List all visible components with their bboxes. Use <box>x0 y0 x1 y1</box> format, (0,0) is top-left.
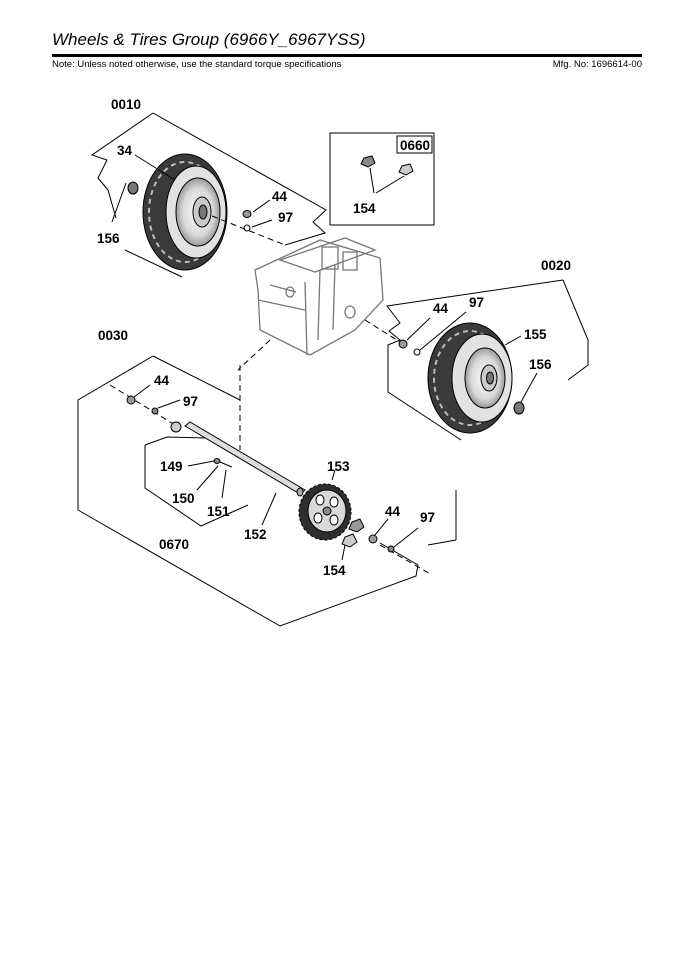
callout-154: 154 <box>323 563 346 578</box>
right-tire <box>427 322 513 434</box>
page-title: Wheels & Tires Group (6966Y_6967YSS) <box>52 30 366 49</box>
callout-44: 44 <box>433 301 449 316</box>
callout-0670: 0670 <box>159 537 189 552</box>
callout-97: 97 <box>469 295 484 310</box>
callout-97: 97 <box>420 510 435 525</box>
washer-44 <box>398 339 408 349</box>
callout-156: 156 <box>97 231 120 246</box>
callout-150: 150 <box>172 491 195 506</box>
callout-155: 155 <box>524 327 547 342</box>
hub-cap-156 <box>513 401 525 415</box>
washer-44 <box>242 210 252 218</box>
callout-44: 44 <box>154 373 170 388</box>
group-0020 <box>364 279 589 441</box>
callout-34: 34 <box>117 143 133 158</box>
left-tire <box>142 153 228 271</box>
callout-152: 152 <box>244 527 267 542</box>
callout-156: 156 <box>529 357 552 372</box>
callout-153: 153 <box>327 459 350 474</box>
washer-97 <box>243 224 251 232</box>
callout-0660: 0660 <box>400 138 430 153</box>
callout-97: 97 <box>278 210 293 225</box>
callout-0010: 0010 <box>111 97 141 112</box>
group-0660 <box>329 132 435 226</box>
callout-97: 97 <box>183 394 198 409</box>
callout-44: 44 <box>385 504 401 519</box>
callout-149: 149 <box>160 459 183 474</box>
washer-44 <box>368 534 378 544</box>
mfg-number: Mfg. No: 1696614-00 <box>552 59 642 70</box>
torque-note: Note: Unless noted otherwise, use the st… <box>52 59 342 70</box>
callout-0020: 0020 <box>541 258 571 273</box>
washer-44 <box>126 395 136 405</box>
washer-97 <box>151 407 159 415</box>
callout-151: 151 <box>207 504 230 519</box>
callout-154: 154 <box>353 201 376 216</box>
chassis-frame <box>254 237 384 356</box>
group-0030 <box>77 339 457 627</box>
group-0010 <box>90 112 327 278</box>
callout-44: 44 <box>272 189 288 204</box>
washer-97 <box>413 348 421 356</box>
title-rule <box>52 54 642 57</box>
hub-cap-156 <box>127 181 139 195</box>
axle-shaft-152 <box>184 421 306 497</box>
callout-0030: 0030 <box>98 328 128 343</box>
washer-97 <box>387 545 395 553</box>
sprocket-gear-153 <box>298 483 352 541</box>
